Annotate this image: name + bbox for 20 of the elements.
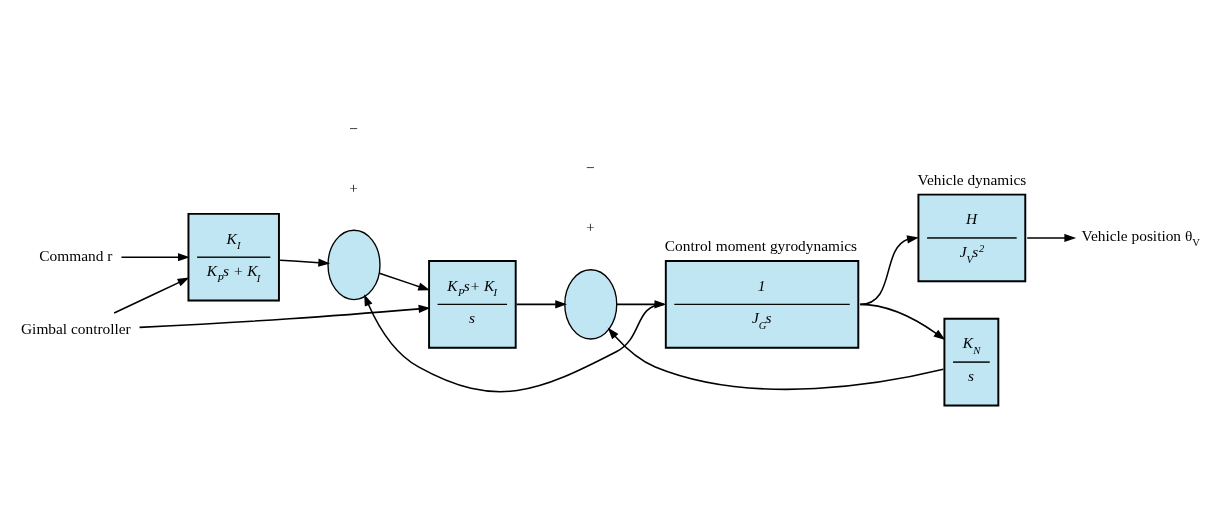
arrow [279,258,331,267]
label: + [349,178,358,196]
arrow [113,277,190,314]
arrow [138,304,431,329]
arrow [1026,233,1077,243]
label: + [585,217,595,235]
arrow [378,272,430,291]
arrow [607,327,945,391]
arrow [515,300,567,309]
arrow [120,253,190,262]
node-label: Vehicle dynamics [917,170,1027,188]
label: − [349,119,358,137]
node-text: Command r [39,246,113,264]
node-label: Control moment gyrodynamics [664,237,858,255]
label: − [585,159,595,177]
arrow [859,235,919,306]
arrow [859,303,946,340]
node-circle [327,229,381,301]
node-text: Gimbal controller [21,320,131,338]
node-text: Vehicle position θ$_{V}$ [1081,226,1200,249]
